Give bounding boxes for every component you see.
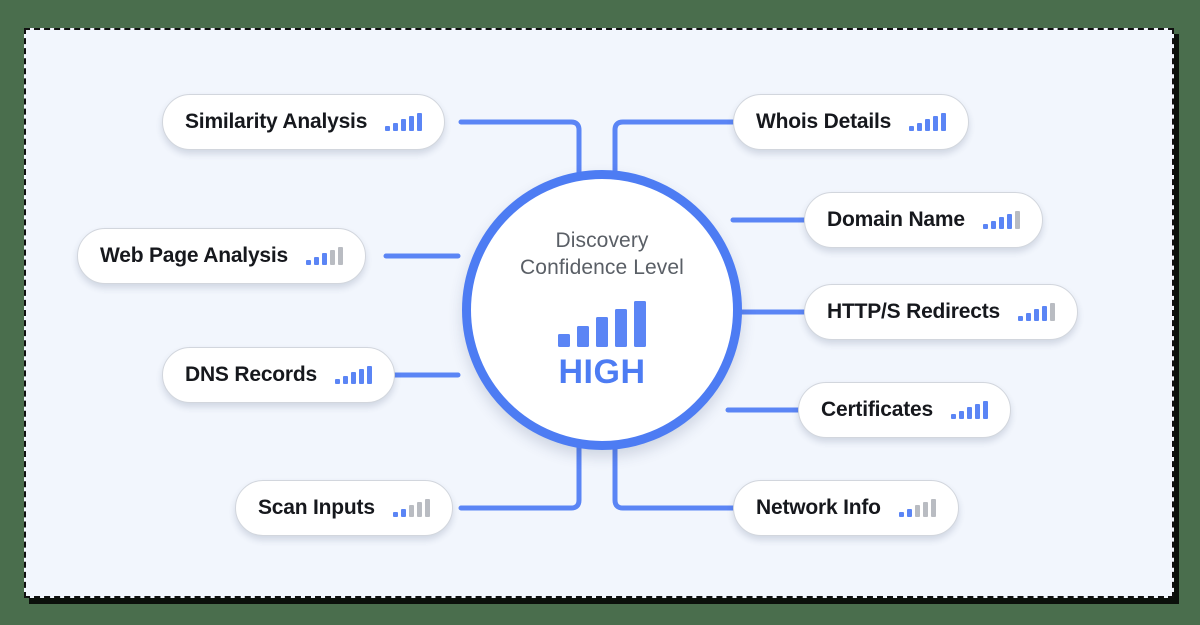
connector-scan-inputs [458,435,582,511]
node-dns-records[interactable]: DNS Records [162,347,396,403]
node-whois-details[interactable]: Whois Details [733,94,970,150]
hub-title: Discovery Confidence Level [520,228,684,279]
node-label: Whois Details [756,110,892,133]
node-network-info[interactable]: Network Info [733,480,959,536]
node-similarity-analysis[interactable]: Similarity Analysis [162,94,446,150]
signal-strength-icon [982,211,1020,229]
node-label: Network Info [756,496,881,519]
signal-strength-icon [909,113,947,131]
node-scan-inputs[interactable]: Scan Inputs [235,480,453,536]
diagram-canvas: Discovery Confidence Level HIGH Similari… [24,28,1174,598]
node-label: Domain Name [827,208,965,231]
signal-strength-icon [950,401,988,419]
connector-similarity-analysis [458,119,582,185]
node-label: HTTP/S Redirects [827,300,1001,323]
node-label: DNS Records [185,363,318,386]
signal-strength-icon [1018,303,1056,321]
signal-strength-icon [385,113,423,131]
node-http-s-redirects[interactable]: HTTP/S Redirects [804,284,1079,340]
signal-strength-icon [898,499,936,517]
node-label: Scan Inputs [258,496,375,519]
node-label: Web Page Analysis [100,244,289,267]
node-label: Certificates [821,398,933,421]
connector-network-info [612,435,736,511]
signal-strength-icon [306,247,344,265]
hub-signal-icon [558,301,646,348]
node-web-page-analysis[interactable]: Web Page Analysis [77,228,367,284]
node-domain-name[interactable]: Domain Name [804,192,1043,248]
signal-strength-icon [392,499,430,517]
hub-level-label: HIGH [558,353,646,392]
node-label: Similarity Analysis [185,110,368,133]
confidence-hub: Discovery Confidence Level HIGH [462,170,742,450]
signal-strength-icon [335,366,373,384]
node-certificates[interactable]: Certificates [798,382,1011,438]
